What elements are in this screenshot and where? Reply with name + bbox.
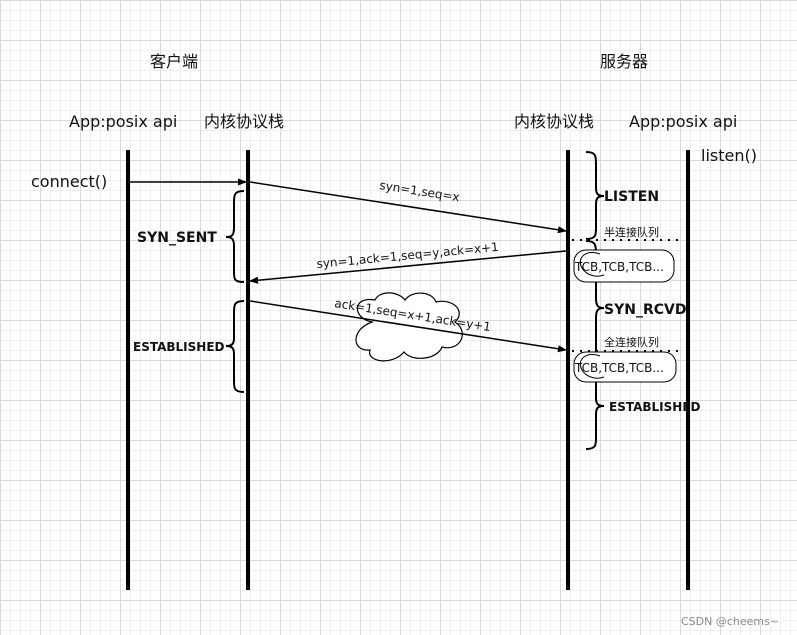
server-state-syn-rcvd: SYN_RCVD	[604, 302, 686, 318]
server-app-label: App:posix api	[629, 112, 737, 131]
server-title: 服务器	[600, 52, 648, 71]
syn-sent-brace	[225, 190, 245, 283]
full-queue-items: TCB,TCB,TCB...	[574, 361, 664, 375]
client-established-brace	[225, 300, 245, 393]
half-queue-items: TCB,TCB,TCB...	[574, 260, 664, 274]
syn-ack-arrow	[249, 250, 567, 284]
client-state-established: ESTABLISHED	[133, 340, 225, 354]
server-state-established: ESTABLISHED	[609, 400, 701, 414]
client-app-label: App:posix api	[69, 112, 177, 131]
syn-arrow	[249, 181, 567, 234]
cloud-icon	[355, 292, 463, 362]
full-queue-label: 全连接队列	[604, 335, 659, 349]
half-queue-label: 半连接队列	[604, 225, 659, 239]
server-state-listen: LISTEN	[604, 189, 659, 205]
listen-call-label: listen()	[701, 146, 757, 165]
full-queue-loop-icon	[579, 354, 605, 379]
half-queue-loop-icon	[579, 252, 605, 277]
client-state-syn-sent: SYN_SENT	[137, 230, 217, 246]
half-queue-box	[573, 249, 675, 283]
server-kernel-label: 内核协议栈	[514, 112, 594, 131]
listen-brace	[585, 151, 605, 240]
ack-arrow	[249, 300, 567, 353]
full-queue-box	[573, 351, 677, 383]
syn-message-label: syn=1,seq=x	[379, 178, 461, 204]
client-title: 客户端	[150, 52, 198, 71]
client-kernel-label: 内核协议栈	[204, 112, 284, 131]
connect-call-label: connect()	[31, 172, 107, 191]
watermark: CSDN @cheems~	[681, 615, 779, 628]
